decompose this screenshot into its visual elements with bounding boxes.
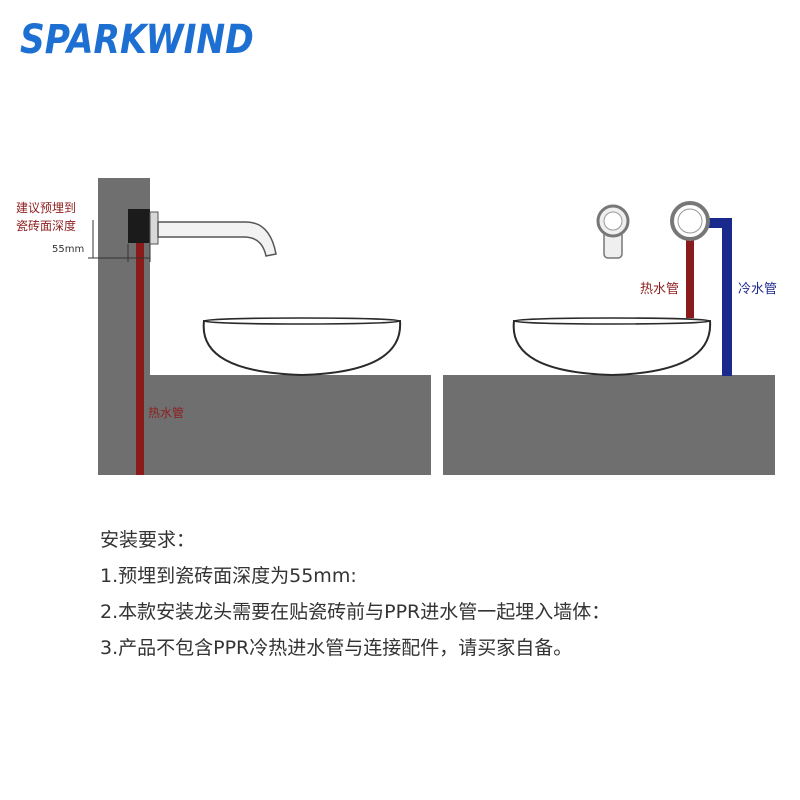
left-installation-panel [88, 178, 431, 475]
requirement-item-1: 1.预埋到瓷砖面深度为55mm: [100, 565, 357, 587]
faucet-wall-plate [149, 211, 159, 245]
right-basin [512, 320, 712, 377]
faucet-spout [157, 221, 277, 257]
cold-water-pipe [706, 218, 732, 376]
depth-label-line1: 建议预埋到 [16, 201, 77, 215]
right-hot-pipe-label: 热水管 [640, 282, 680, 297]
right-basin-rim [513, 317, 711, 325]
embedded-valve-box [128, 209, 150, 243]
left-hot-pipe-label: 热水管 [148, 406, 185, 420]
cold-pipe-label: 冷水管 [738, 282, 778, 297]
left-basin [202, 320, 402, 377]
right-hot-water-pipe [686, 230, 694, 318]
depth-label-line2: 瓷砖面深度 [16, 219, 77, 233]
front-spout-plate-inner [603, 211, 623, 231]
requirements-title: 安装要求： [100, 529, 196, 551]
valve-handle-inner [677, 208, 703, 234]
requirement-item-2: 2.本款安装龙头需要在贴瓷砖前与PPR进水管一起埋入墙体： [100, 601, 611, 623]
left-hot-water-pipe [136, 228, 144, 475]
brand-logo: SPARKWIND [20, 17, 254, 63]
depth-value-label: 55mm [52, 244, 85, 255]
left-basin-rim [203, 317, 401, 325]
right-countertop [443, 375, 775, 475]
right-installation-panel [443, 201, 775, 475]
left-countertop [98, 375, 431, 475]
requirement-item-3: 3.产品不包含PPR冷热进水管与连接配件，请买家自备。 [100, 637, 573, 659]
installation-requirements: 安装要求： 1.预埋到瓷砖面深度为55mm: 2.本款安装龙头需要在贴瓷砖前与P… [100, 527, 610, 671]
